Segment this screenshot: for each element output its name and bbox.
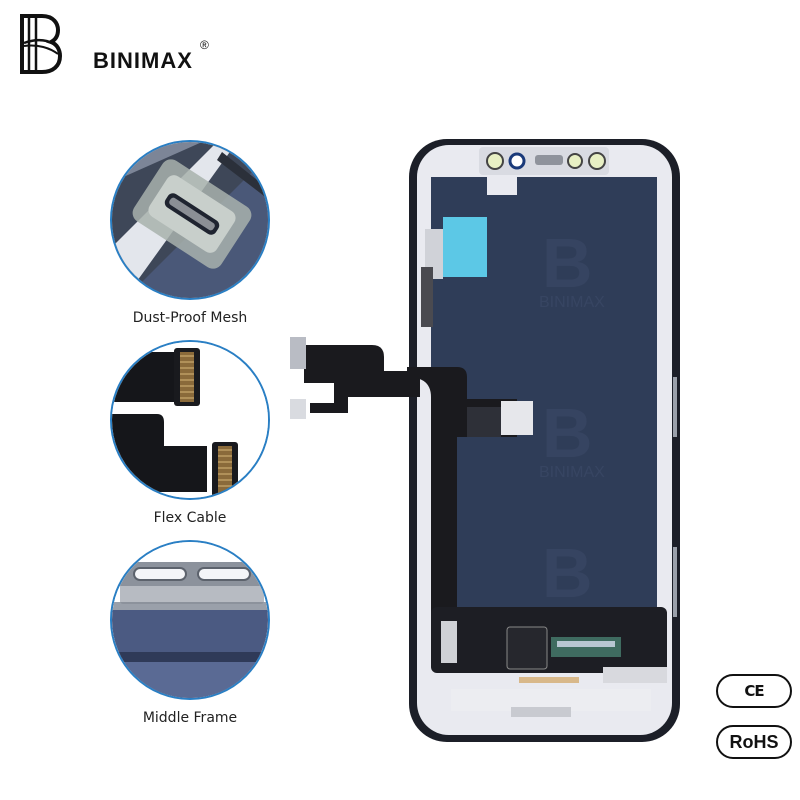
dust-proof-mesh-photo-icon bbox=[110, 140, 270, 300]
feature-flex-cable: Flex Cable bbox=[110, 340, 270, 526]
lcd-assembly-photo-icon: B B B BINIMAX BINIMAX bbox=[407, 139, 680, 742]
brand-b-logo-icon bbox=[20, 14, 62, 74]
rohs-certification-badge: RoHS bbox=[716, 725, 792, 759]
brand-logo: BINIMAX ® bbox=[20, 14, 240, 74]
ce-certification-badge: CE bbox=[716, 674, 792, 708]
feature-caption: Flex Cable bbox=[153, 510, 227, 526]
feature-dust-proof-mesh: Dust-Proof Mesh bbox=[110, 140, 270, 326]
flex-cable-photo-icon bbox=[110, 340, 270, 500]
svg-text:B: B bbox=[542, 224, 593, 302]
middle-frame-photo-icon bbox=[110, 540, 270, 700]
feature-caption: Dust-Proof Mesh bbox=[132, 310, 248, 326]
watermark-text: BINIMAX bbox=[539, 464, 605, 481]
brand-name: BINIMAX bbox=[93, 48, 193, 73]
lcd-screen-assembly: B B B BINIMAX BINIMAX bbox=[290, 137, 682, 744]
watermark-text: BINIMAX bbox=[539, 294, 605, 311]
flex-cable-extension-icon bbox=[290, 337, 420, 419]
svg-text:B: B bbox=[542, 394, 593, 472]
registered-mark: ® bbox=[200, 38, 209, 52]
feature-middle-frame: Middle Frame bbox=[110, 540, 270, 726]
feature-caption: Middle Frame bbox=[142, 710, 238, 726]
svg-text:B: B bbox=[542, 534, 593, 612]
